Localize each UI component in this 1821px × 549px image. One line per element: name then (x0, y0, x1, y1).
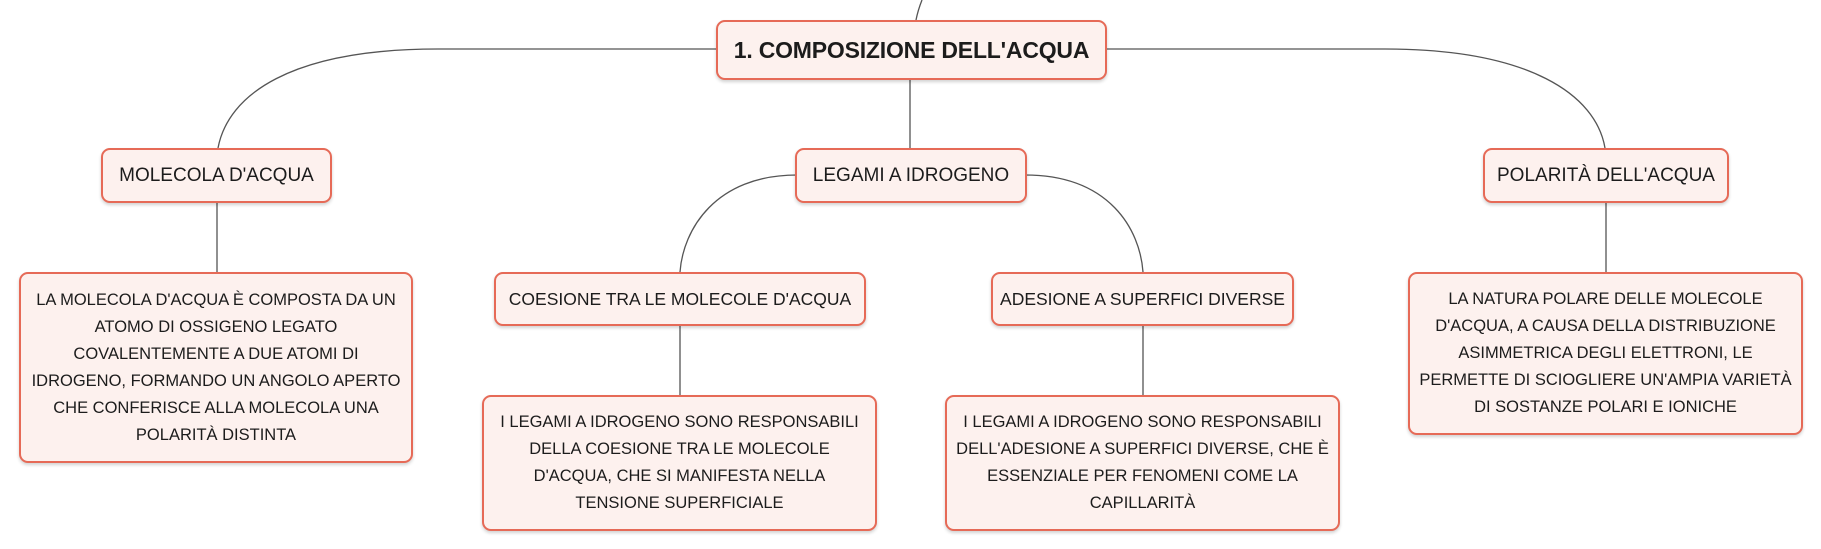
branch-legami-a-idrogeno[interactable]: LEGAMI A IDROGENO (795, 148, 1027, 203)
branch-label: MOLECOLA D'ACQUA (119, 164, 314, 186)
branch-molecola-dacqua[interactable]: MOLECOLA D'ACQUA (101, 148, 332, 203)
subtopic-label: ADESIONE A SUPERFICI DIVERSE (1000, 288, 1285, 309)
description-text: I LEGAMI A IDROGENO SONO RESPONSABILI DE… (500, 413, 859, 512)
description-text: LA MOLECOLA D'ACQUA È COMPOSTA DA UN ATO… (31, 290, 401, 444)
connector-root-to-polarita (1107, 48, 1606, 149)
connector-legami-to-coesione (679, 174, 798, 273)
description-adesione[interactable]: I LEGAMI A IDROGENO SONO RESPONSABILI DE… (945, 395, 1340, 531)
root-topic-label: 1. COMPOSIZIONE DELL'ACQUA (733, 36, 1090, 63)
description-text: LA NATURA POLARE DELLE MOLECOLE D'ACQUA,… (1419, 290, 1792, 416)
description-molecola-dacqua[interactable]: LA MOLECOLA D'ACQUA È COMPOSTA DA UN ATO… (19, 272, 413, 463)
subtopic-adesione[interactable]: ADESIONE A SUPERFICI DIVERSE (991, 272, 1294, 326)
branch-label: POLARITÀ DELL'ACQUA (1497, 164, 1715, 186)
connector-root-to-molecola (217, 48, 716, 149)
subtopic-label: COESIONE TRA LE MOLECOLE D'ACQUA (508, 288, 852, 309)
root-topic[interactable]: 1. COMPOSIZIONE DELL'ACQUA (716, 20, 1107, 80)
connector-legami-to-adesione (1024, 174, 1144, 273)
branch-label: LEGAMI A IDROGENO (812, 164, 1010, 186)
subtopic-coesione[interactable]: COESIONE TRA LE MOLECOLE D'ACQUA (494, 272, 866, 326)
description-polarita-dellacqua[interactable]: LA NATURA POLARE DELLE MOLECOLE D'ACQUA,… (1408, 272, 1803, 435)
description-coesione[interactable]: I LEGAMI A IDROGENO SONO RESPONSABILI DE… (482, 395, 877, 531)
connector-parent-to-root (915, 0, 923, 21)
description-text: I LEGAMI A IDROGENO SONO RESPONSABILI DE… (956, 413, 1329, 512)
branch-polarita-dellacqua[interactable]: POLARITÀ DELL'ACQUA (1483, 148, 1729, 203)
